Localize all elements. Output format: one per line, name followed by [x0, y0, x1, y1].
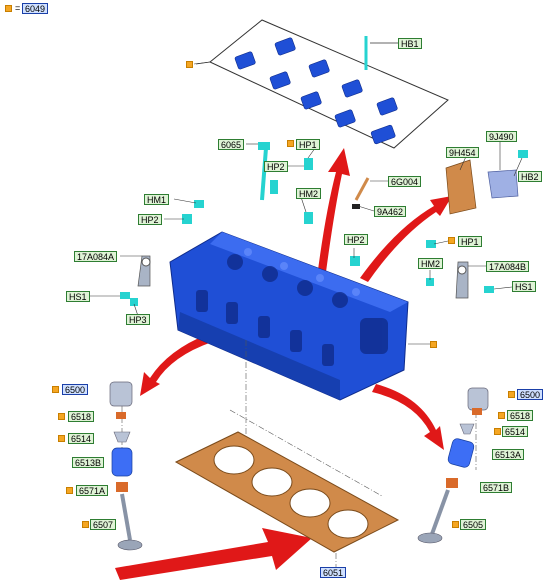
orange-marker [66, 487, 73, 494]
exhaust-valve [117, 539, 143, 551]
label-6051[interactable]: 6051 [320, 567, 347, 578]
label-17a084a[interactable]: 17A084A [74, 251, 118, 262]
cam-cap [234, 51, 256, 70]
orange-marker [494, 428, 501, 435]
label-hm1[interactable]: HM1 [144, 194, 170, 205]
orange-marker [186, 61, 193, 68]
cam-cap [274, 37, 296, 56]
label-6500-left[interactable]: 6500 [62, 384, 89, 395]
orange-marker [5, 5, 12, 12]
arrow-down-right [372, 384, 444, 450]
orange-marker [58, 435, 65, 442]
label-hp3[interactable]: HP3 [126, 314, 150, 325]
label-hm2-top[interactable]: HM2 [296, 188, 322, 199]
label-9h454[interactable]: 9H454 [446, 147, 479, 158]
label-6514-left[interactable]: 6514 [68, 433, 95, 444]
direction-arrows [115, 148, 452, 580]
label-17a084b[interactable]: 17A084B [486, 261, 530, 272]
cam-cap [376, 97, 398, 116]
label-6571b[interactable]: 6571B [480, 482, 513, 493]
label-6500-right[interactable]: 6500 [517, 389, 544, 400]
valve-cotter [116, 412, 126, 419]
valve-spring [111, 447, 133, 477]
orange-marker [82, 521, 89, 528]
label-6049[interactable]: 6049 [22, 3, 49, 14]
label-hp1-right[interactable]: HP1 [458, 236, 482, 247]
arrow-down-left [140, 334, 212, 396]
cam-cap [370, 124, 396, 145]
valve-seal [116, 482, 128, 492]
cam-cap-tray [195, 19, 449, 149]
label-6505[interactable]: 6505 [460, 519, 487, 530]
label-6065[interactable]: 6065 [218, 139, 245, 150]
bucket-tappet [109, 381, 133, 407]
label-9a462[interactable]: 9A462 [374, 206, 407, 217]
head-gasket [174, 431, 400, 553]
label-hp1-top[interactable]: HP1 [296, 139, 320, 150]
intake-valve [417, 532, 443, 544]
valve-train-left [109, 381, 143, 551]
orange-marker [52, 386, 59, 393]
label-hb1[interactable]: HB1 [398, 38, 422, 49]
equals-sign: = [15, 3, 21, 13]
cam-cap [308, 59, 330, 78]
label-hs1-right[interactable]: HS1 [512, 281, 536, 292]
orange-marker [448, 237, 455, 244]
spring-retainer [113, 431, 131, 443]
cam-cap [334, 109, 356, 128]
arrow-up-right [360, 196, 452, 282]
cam-cap [300, 91, 322, 110]
label-hm2-right[interactable]: HM2 [418, 258, 444, 269]
cylinder-head [169, 231, 409, 401]
label-6513a[interactable]: 6513A [492, 449, 525, 460]
label-6518-left[interactable]: 6518 [68, 411, 95, 422]
label-6514-right[interactable]: 6514 [502, 426, 529, 437]
orange-marker [498, 412, 505, 419]
orange-marker [287, 140, 294, 147]
label-6518-right[interactable]: 6518 [507, 410, 534, 421]
label-6513b[interactable]: 6513B [72, 457, 105, 468]
label-hs1-left[interactable]: HS1 [66, 291, 90, 302]
orange-marker [430, 341, 437, 348]
label-hp2-top[interactable]: HP2 [264, 161, 288, 172]
label-6507[interactable]: 6507 [90, 519, 117, 530]
valve-train-right [417, 387, 489, 544]
label-6571a[interactable]: 6571A [76, 485, 109, 496]
orange-marker [452, 521, 459, 528]
orange-marker [58, 413, 65, 420]
cam-cap [341, 79, 363, 98]
label-hp2-left[interactable]: HP2 [138, 214, 162, 225]
arrow-bottom [115, 528, 312, 580]
orange-marker [508, 391, 515, 398]
cam-cap [269, 71, 291, 90]
label-hb2[interactable]: HB2 [518, 171, 542, 182]
fasteners [120, 142, 528, 306]
arrow-up [318, 148, 350, 272]
label-hp2-mid[interactable]: HP2 [344, 234, 368, 245]
label-9j490[interactable]: 9J490 [486, 131, 517, 142]
label-6g004[interactable]: 6G004 [388, 176, 422, 187]
